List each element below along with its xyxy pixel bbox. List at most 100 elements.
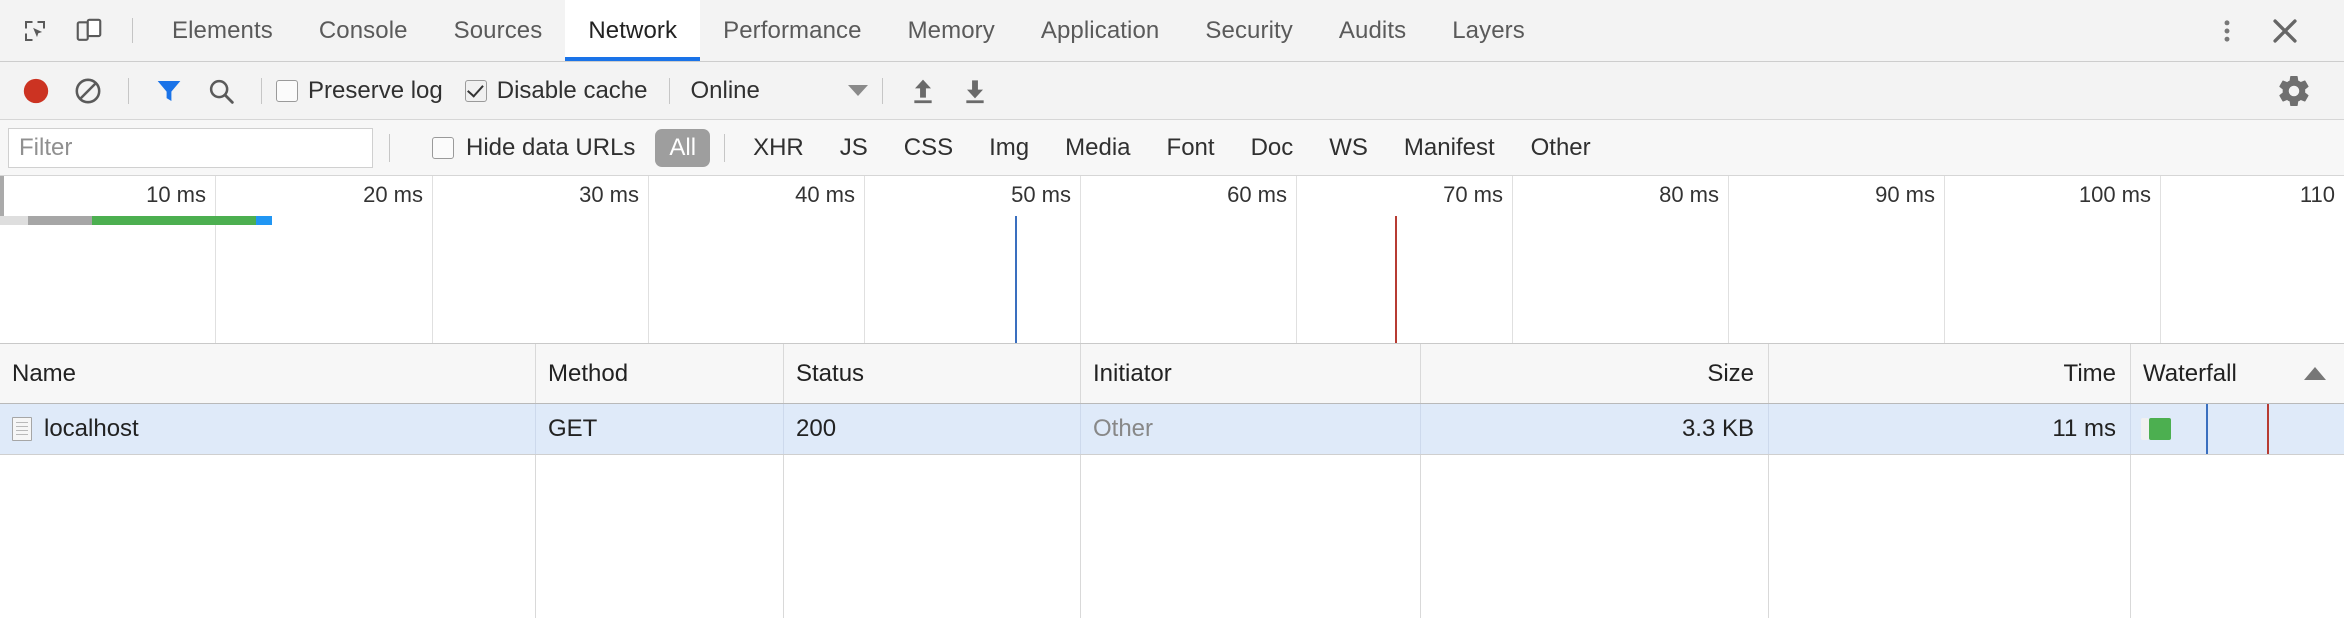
- three-dots-menu-icon[interactable]: [2198, 2, 2256, 60]
- filterbar-divider-1: [389, 133, 390, 162]
- type-filter-label: All: [669, 133, 697, 161]
- tab-application[interactable]: Application: [1018, 0, 1183, 61]
- column-header-name[interactable]: Name: [0, 344, 536, 403]
- filter-input[interactable]: [8, 127, 373, 168]
- hide-data-urls-label: Hide data URLs: [466, 133, 636, 161]
- empty-column: [1421, 455, 1769, 618]
- overview-tick: [648, 176, 649, 343]
- cell-initiator: Other: [1081, 404, 1421, 454]
- cell-method: GET: [536, 404, 784, 454]
- type-filter-label: Img: [989, 133, 1030, 161]
- type-filter-manifest[interactable]: Manifest: [1390, 129, 1509, 167]
- preserve-log-checkbox[interactable]: Preserve log: [276, 77, 443, 105]
- device-toolbar-icon[interactable]: [62, 0, 116, 61]
- type-filter-font[interactable]: Font: [1153, 129, 1229, 167]
- tab-network[interactable]: Network: [565, 0, 701, 61]
- type-filter-img[interactable]: Img: [975, 129, 1043, 167]
- empty-column: [2131, 455, 2344, 618]
- hide-data-urls-checkbox[interactable]: Hide data URLs: [432, 134, 635, 162]
- overview-request-band: [0, 216, 272, 225]
- preserve-log-box[interactable]: [276, 79, 298, 102]
- devtools-tabbar: Elements Console Sources Network Perform…: [0, 0, 2344, 62]
- column-header-waterfall[interactable]: Waterfall: [2131, 344, 2344, 403]
- overview-tick-label: 30 ms: [579, 182, 639, 207]
- empty-column: [784, 455, 1081, 618]
- record-stop-icon[interactable]: [10, 65, 62, 117]
- type-filter-ws[interactable]: WS: [1315, 129, 1382, 167]
- tab-layers[interactable]: Layers: [1429, 0, 1548, 61]
- inspect-cursor-icon[interactable]: [8, 0, 62, 61]
- resource-type-filters: All XHR JS CSS Img Media Font Doc WS Man…: [651, 128, 1608, 167]
- waterfall-marker-dom-content-loaded: [2206, 404, 2208, 454]
- tab-audits[interactable]: Audits: [1316, 0, 1429, 61]
- type-filter-css[interactable]: CSS: [890, 129, 967, 167]
- column-header-status[interactable]: Status: [784, 344, 1081, 403]
- request-name: localhost: [44, 415, 139, 442]
- search-icon[interactable]: [195, 65, 247, 117]
- tab-memory[interactable]: Memory: [885, 0, 1018, 61]
- disable-cache-checkbox[interactable]: Disable cache: [464, 77, 647, 105]
- waterfall-bar[interactable]: [2149, 418, 2171, 440]
- tab-label: Application: [1040, 16, 1160, 44]
- type-filter-doc[interactable]: Doc: [1237, 129, 1308, 167]
- type-filter-media[interactable]: Media: [1051, 129, 1144, 167]
- column-header-label: Time: [2063, 359, 2116, 387]
- toolbar-divider-4: [882, 77, 884, 104]
- column-header-time[interactable]: Time: [1769, 344, 2131, 403]
- document-icon: [12, 417, 32, 441]
- chevron-down-icon: [848, 85, 869, 96]
- empty-column: [1769, 455, 2131, 618]
- type-filter-label: Manifest: [1403, 133, 1495, 161]
- tab-elements[interactable]: Elements: [149, 0, 296, 61]
- column-header-label: Size: [1707, 359, 1754, 387]
- type-filter-other[interactable]: Other: [1517, 129, 1605, 167]
- preserve-log-label: Preserve log: [308, 76, 443, 104]
- type-filter-js[interactable]: JS: [826, 129, 882, 167]
- close-icon[interactable]: [2256, 2, 2314, 60]
- column-header-initiator[interactable]: Initiator: [1081, 344, 1421, 403]
- throttling-dropdown[interactable]: Online: [690, 77, 869, 105]
- hide-data-urls-box[interactable]: [432, 136, 454, 159]
- type-filter-label: Media: [1065, 133, 1131, 161]
- overview-segment-queueing: [0, 216, 28, 225]
- row-divider: [0, 454, 2344, 455]
- gear-icon[interactable]: [2268, 65, 2320, 117]
- cell-waterfall: [2131, 404, 2344, 454]
- network-toolbar: Preserve log Disable cache Online: [0, 62, 2344, 120]
- type-filter-label: XHR: [753, 133, 804, 161]
- cell-time: 11 ms: [1769, 404, 2131, 454]
- column-header-label: Status: [796, 359, 865, 387]
- export-har-down-arrow-icon[interactable]: [949, 65, 1001, 117]
- cell-name: localhost: [0, 404, 536, 454]
- filter-funnel-icon[interactable]: [143, 65, 195, 117]
- table-header-row: Name Method Status Initiator Size Time Waterfa…: [0, 344, 2344, 404]
- column-header-method[interactable]: Method: [536, 344, 784, 403]
- type-filter-all[interactable]: All: [655, 128, 711, 167]
- clear-icon[interactable]: [62, 65, 114, 117]
- tab-performance[interactable]: Performance: [700, 0, 885, 61]
- tab-label: Layers: [1452, 16, 1525, 44]
- column-header-size[interactable]: Size: [1421, 344, 1769, 403]
- column-header-label: Name: [12, 359, 77, 387]
- overview-tick-label: 10 ms: [146, 182, 206, 207]
- tab-label: Security: [1205, 16, 1293, 44]
- type-filter-xhr[interactable]: XHR: [739, 129, 818, 167]
- type-filter-label: CSS: [903, 133, 954, 161]
- overview-left-handle[interactable]: [0, 176, 4, 216]
- disable-cache-box[interactable]: [464, 79, 487, 102]
- column-header-label: Waterfall: [2143, 359, 2237, 387]
- overview-tick-label: 40 ms: [795, 182, 855, 207]
- overview-tick-label: 80 ms: [1659, 182, 1719, 207]
- tab-sources[interactable]: Sources: [431, 0, 566, 61]
- overview-tick-label: 70 ms: [1443, 182, 1503, 207]
- import-har-up-arrow-icon[interactable]: [897, 65, 949, 117]
- tab-console[interactable]: Console: [296, 0, 431, 61]
- tab-security[interactable]: Security: [1182, 0, 1316, 61]
- filterbar-divider-2: [724, 133, 726, 162]
- toolbar-divider-1: [128, 77, 129, 104]
